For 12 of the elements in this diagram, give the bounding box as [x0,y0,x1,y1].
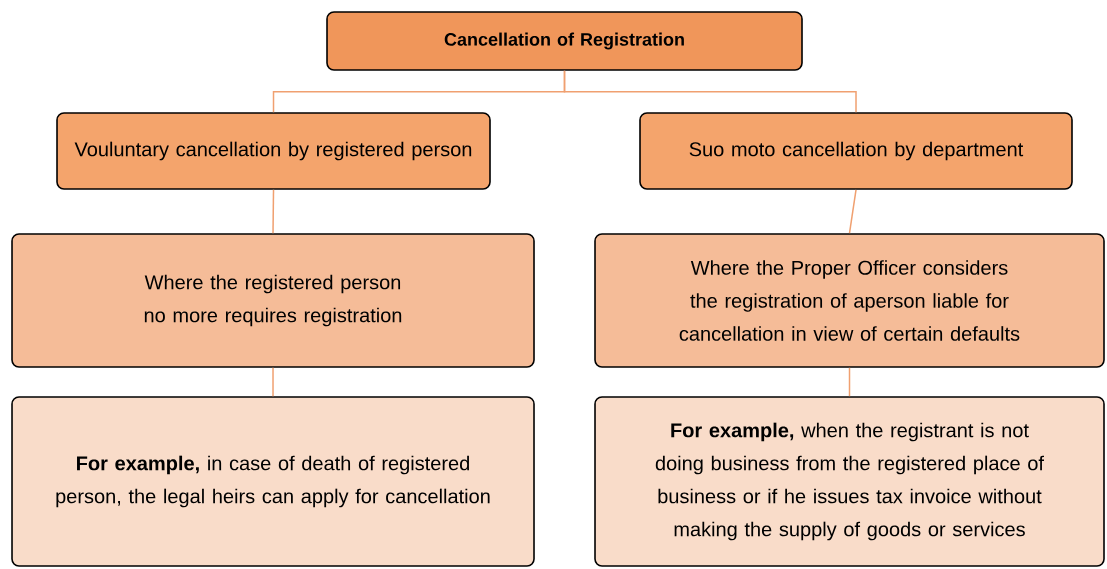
category-box: Vouluntary cancellation by registered person [56,112,491,190]
connector-line [272,189,275,234]
description-box: Where the registered person no more requires registration [11,233,535,368]
title-box: Cancellation of Registration [326,11,803,71]
connector-line [272,367,274,397]
description-box: Where the Proper Officer considers the registration of aperson liable for cancellation in view of certain defaults [594,233,1105,368]
category-box: Suo moto cancellation by department [639,112,1073,190]
connector-line [848,189,857,234]
example-box: For example, when the registrant is not doing business from the registered place of business or if he issues tax invoice without making the supply of goods or services [594,396,1105,567]
connector-line [848,367,851,397]
connector-line [563,70,857,113]
example-box: For example, in case of death of registered person, the legal heirs can apply for cancellation [11,396,535,567]
